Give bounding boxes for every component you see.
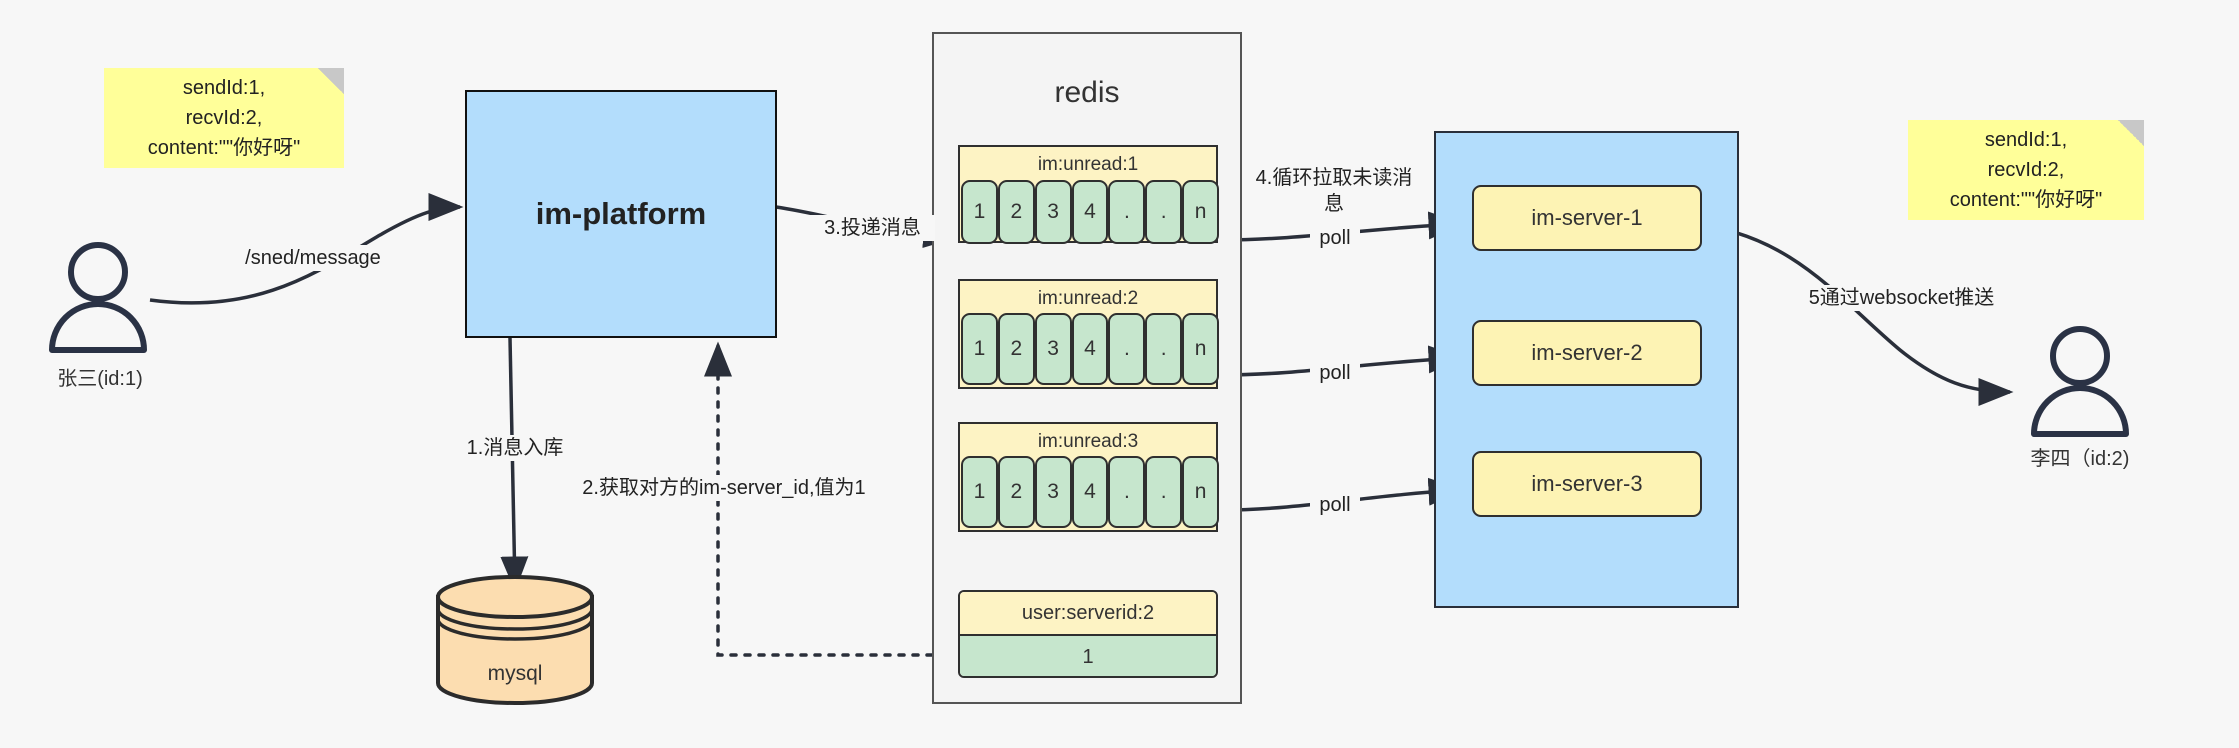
redis-title: redis [1054,76,1120,109]
edge-label-poll-3: poll [1310,492,1360,518]
kv-value: 1 [960,636,1216,676]
edge-message-persist [500,337,529,592]
edge-label-poll-2: poll [1310,360,1360,386]
redis-kv-user-serverid[interactable]: user:serverid:2 1 [958,590,1218,678]
queue-cell[interactable]: 4 [1071,180,1109,244]
queue-cell[interactable]: 2 [997,180,1035,244]
queue-cell[interactable]: 3 [1034,313,1072,385]
queue-cell[interactable]: n [1182,313,1220,385]
im-platform-node[interactable]: im-platform [465,90,777,338]
queue-cell[interactable]: . [1145,180,1183,244]
queue-3-key: im:unread:3 [1037,431,1139,452]
queue-cell[interactable]: . [1145,313,1183,385]
queue-2-cells: 1 2 3 4 . . n [961,313,1220,385]
im-server-3-label: im-server-3 [1531,471,1643,496]
queue-cell[interactable]: 4 [1071,456,1109,528]
redis-queue-im-unread-2[interactable]: im:unread:2 1 2 3 4 . . n [958,279,1220,389]
im-server-1-node[interactable]: im-server-1 [1472,185,1702,251]
edge-label-fetch-server-id: 2.获取对方的im-server_id,值为1 [574,475,874,501]
queue-cell[interactable]: 2 [997,456,1035,528]
right-note-text: sendId:1, recvId:2, content:""你好呀" [1949,129,2103,211]
left-sticky-note: sendId:1, recvId:2, content:""你好呀" [104,68,344,168]
im-servers-container: im-server-1 im-server-2 im-server-3 [1434,131,1739,608]
redis-queue-im-unread-1[interactable]: im:unread:1 1 2 3 4 . . n [958,145,1220,244]
queue-cell[interactable]: 3 [1034,456,1072,528]
queue-cell[interactable]: . [1145,456,1183,528]
im-server-2-node[interactable]: im-server-2 [1472,320,1702,386]
queue-cell[interactable]: 1 [961,313,998,385]
queue-cell[interactable]: 1 [961,456,998,528]
redis-queue-im-unread-3[interactable]: im:unread:3 1 2 3 4 . . n [958,422,1220,532]
actor-lisi-label: 李四（id:2) [2030,448,2130,470]
queue-cell[interactable]: . [1108,180,1146,244]
im-server-3-node[interactable]: im-server-3 [1472,451,1702,517]
edge-websocket-push [1689,222,2014,406]
queue-1-cells: 1 2 3 4 . . n [961,180,1220,244]
im-server-1-label: im-server-1 [1531,205,1643,230]
queue-cell[interactable]: 2 [997,313,1035,385]
queue-cell[interactable]: . [1108,313,1146,385]
note-fold-icon [2118,120,2144,146]
actor-zhangsan [38,238,158,363]
queue-cell[interactable]: . [1108,456,1146,528]
redis-container: redis im:unread:1 1 2 3 4 . . n im:unrea… [932,32,1242,704]
edge-fetch-server-id [704,341,962,657]
edge-label-poll-1: poll [1310,225,1360,251]
queue-3-cells: 1 2 3 4 . . n [961,456,1220,528]
note-fold-icon [318,68,344,94]
im-server-2-label: im-server-2 [1531,340,1643,365]
edge-label-message-persist: 1.消息入库 [450,435,580,461]
person-icon [49,242,147,353]
edge-label-poll-unread: 4.循环拉取未读消 息 [1250,165,1418,217]
queue-cell[interactable]: n [1182,180,1220,244]
queue-2-key: im:unread:2 [1037,288,1139,309]
queue-cell[interactable]: 3 [1034,180,1072,244]
kv-key: user:serverid:2 [960,592,1216,636]
actor-zhangsan-label: 张三(id:1) [57,368,143,390]
edge-label-deliver-message: 3.投递消息 [810,215,935,241]
right-sticky-note: sendId:1, recvId:2, content:""你好呀" [1908,120,2144,220]
queue-cell[interactable]: 1 [961,180,998,244]
edge-label-websocket-push: 5通过websocket推送 [1784,285,2019,311]
im-platform-label: im-platform [535,196,707,231]
actor-lisi [2020,322,2140,447]
mysql-node[interactable] [430,575,600,705]
queue-cell[interactable]: 4 [1071,313,1109,385]
queue-1-key: im:unread:1 [1037,154,1139,175]
mysql-label: mysql [487,662,543,685]
left-note-text: sendId:1, recvId:2, content:""你好呀" [147,77,301,159]
cylinder-icon [436,575,594,705]
queue-cell[interactable]: n [1182,456,1220,528]
person-icon [2031,326,2129,437]
edge-label-send-message: /sned/message [228,245,398,271]
